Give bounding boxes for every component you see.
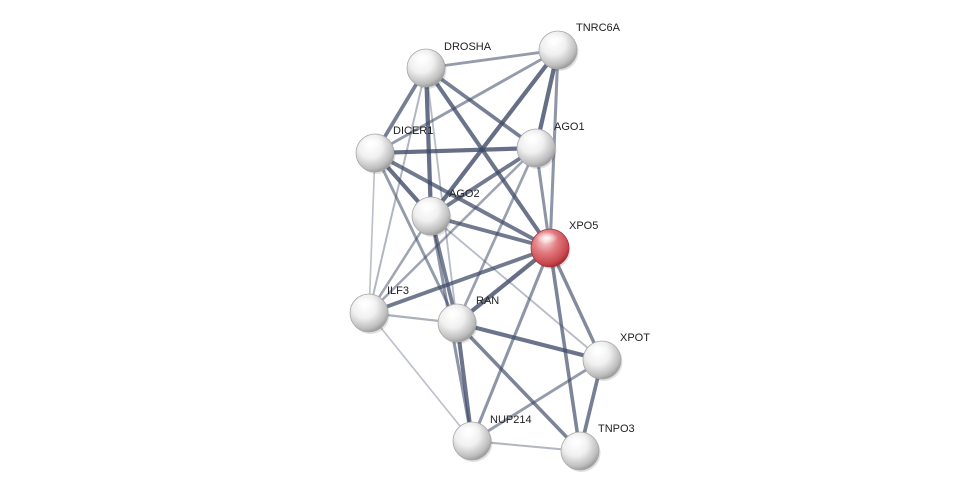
edge-tnrc6a-ago2 (428, 47, 561, 219)
node-highlight (412, 52, 434, 64)
node-label-tnpo3: TNPO3 (598, 423, 635, 435)
node-highlight (458, 425, 480, 437)
edge-ran-tnpo3 (455, 321, 582, 453)
edge-xpot-nup214 (470, 358, 604, 443)
node-highlight (417, 200, 439, 212)
node-highlight (361, 137, 383, 149)
node-ago2[interactable]: AGO2 (411, 188, 480, 237)
edge-ago2-xpot (430, 215, 603, 361)
node-tnrc6a[interactable]: TNRC6A (538, 22, 621, 71)
edge-drosha-ago1 (424, 66, 538, 150)
node-label-ago2: AGO2 (449, 188, 480, 200)
edge-drosha-ilf3 (367, 66, 428, 315)
node-ran[interactable]: RAN (437, 295, 499, 344)
edge-xpo5-nup214 (470, 246, 552, 443)
node-nup214[interactable]: NUP214 (452, 414, 532, 462)
edge-drosha-xpo5 (423, 65, 553, 251)
node-highlight (544, 34, 566, 46)
edge-ago2-xpo5 (429, 214, 552, 250)
node-label-xpot: XPOT (620, 332, 650, 344)
edge-tnrc6a-dicer1 (373, 48, 560, 155)
node-dicer1[interactable]: DICER1 (355, 125, 433, 174)
node-ago1[interactable]: AGO1 (516, 121, 585, 169)
edge-ilf3-nup214 (368, 312, 473, 442)
node-drosha[interactable]: DROSHA (406, 41, 492, 89)
node-label-ilf3: ILF3 (387, 285, 409, 297)
edge-drosha-tnrc6a (424, 48, 560, 70)
node-highlight (522, 132, 544, 144)
edge-dicer1-ilf3 (368, 152, 376, 314)
edge-ran-nup214 (454, 320, 475, 444)
node-label-tnrc6a: TNRC6A (576, 22, 621, 34)
edge-xpo5-xpot (548, 246, 604, 362)
edge-drosha-ago2 (423, 65, 434, 219)
node-label-nup214: NUP214 (490, 414, 532, 426)
node-xpo5[interactable]: XPO5 (530, 220, 598, 269)
edge-ran-xpot (454, 320, 605, 363)
node-label-dicer1: DICER1 (393, 125, 433, 137)
edge-xpo5-ilf3 (367, 246, 552, 315)
node-highlight (566, 435, 588, 447)
node-label-xpo5: XPO5 (569, 220, 598, 232)
edge-ago1-ilf3 (367, 146, 538, 315)
node-ilf3[interactable]: ILF3 (349, 285, 409, 334)
node-tnpo3[interactable]: TNPO3 (560, 423, 635, 472)
edge-dicer1-ran (373, 151, 459, 325)
edge-dicer1-ago1 (372, 145, 539, 156)
edge-dicer1-xpo5 (373, 151, 552, 250)
node-highlight (588, 344, 610, 356)
node-xpot[interactable]: XPOT (582, 332, 650, 381)
edge-drosha-ran (425, 67, 458, 324)
node-label-drosha: DROSHA (444, 41, 492, 53)
node-label-ago1: AGO1 (554, 121, 585, 133)
node-highlight (536, 232, 558, 244)
node-label-ran: RAN (476, 295, 499, 307)
node-highlight (355, 297, 377, 309)
edge-ago1-ago2 (429, 146, 538, 218)
node-highlight (443, 307, 465, 319)
edge-xpo5-ran (454, 245, 553, 326)
